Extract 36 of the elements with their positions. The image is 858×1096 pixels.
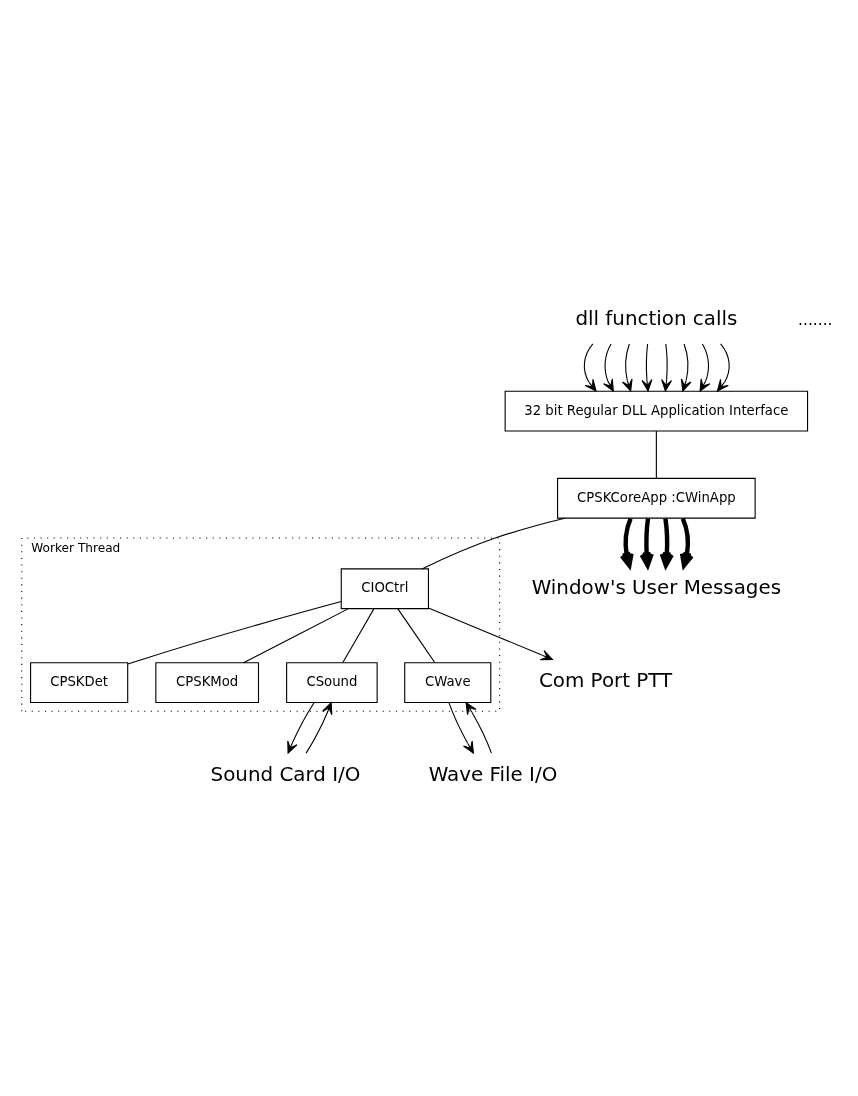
node-box: CPSKDet [30,661,129,703]
connector [243,607,349,663]
node-text: Sound Card I/O [210,762,361,786]
node-box: CWave [404,661,492,703]
node-box: CIOCtrl [340,567,429,609]
node-text: dll function calls [575,306,738,330]
connector [127,600,342,665]
arrow [641,342,653,392]
arrow [659,517,674,568]
arrow [603,342,614,392]
label: ....... [798,310,833,329]
arrow [680,342,692,392]
node-box: 32 bit Regular DLL Application Interface [504,390,809,431]
connector [397,607,436,663]
connector [655,430,657,479]
node-text: Window's User Messages [531,575,782,599]
arrow [661,342,673,392]
arrow [699,342,711,392]
arrow [583,342,597,392]
arrow [305,701,333,754]
arrow [679,517,694,568]
arrow [465,701,492,754]
node-text: Com Port PTT [538,668,673,692]
connector [342,607,375,663]
arrow [622,342,633,392]
arrow [716,342,730,392]
arrow [287,701,315,754]
arrow [427,606,553,660]
node-box: CSound [286,661,378,703]
node-box: CPSKMod [155,661,260,703]
arrow [448,701,474,754]
arrow [639,517,654,568]
node-text: Wave File I/O [428,762,558,786]
arrow [619,517,634,568]
node-box: CPSKCoreApp :CWinApp [557,477,756,519]
connector [421,517,566,569]
